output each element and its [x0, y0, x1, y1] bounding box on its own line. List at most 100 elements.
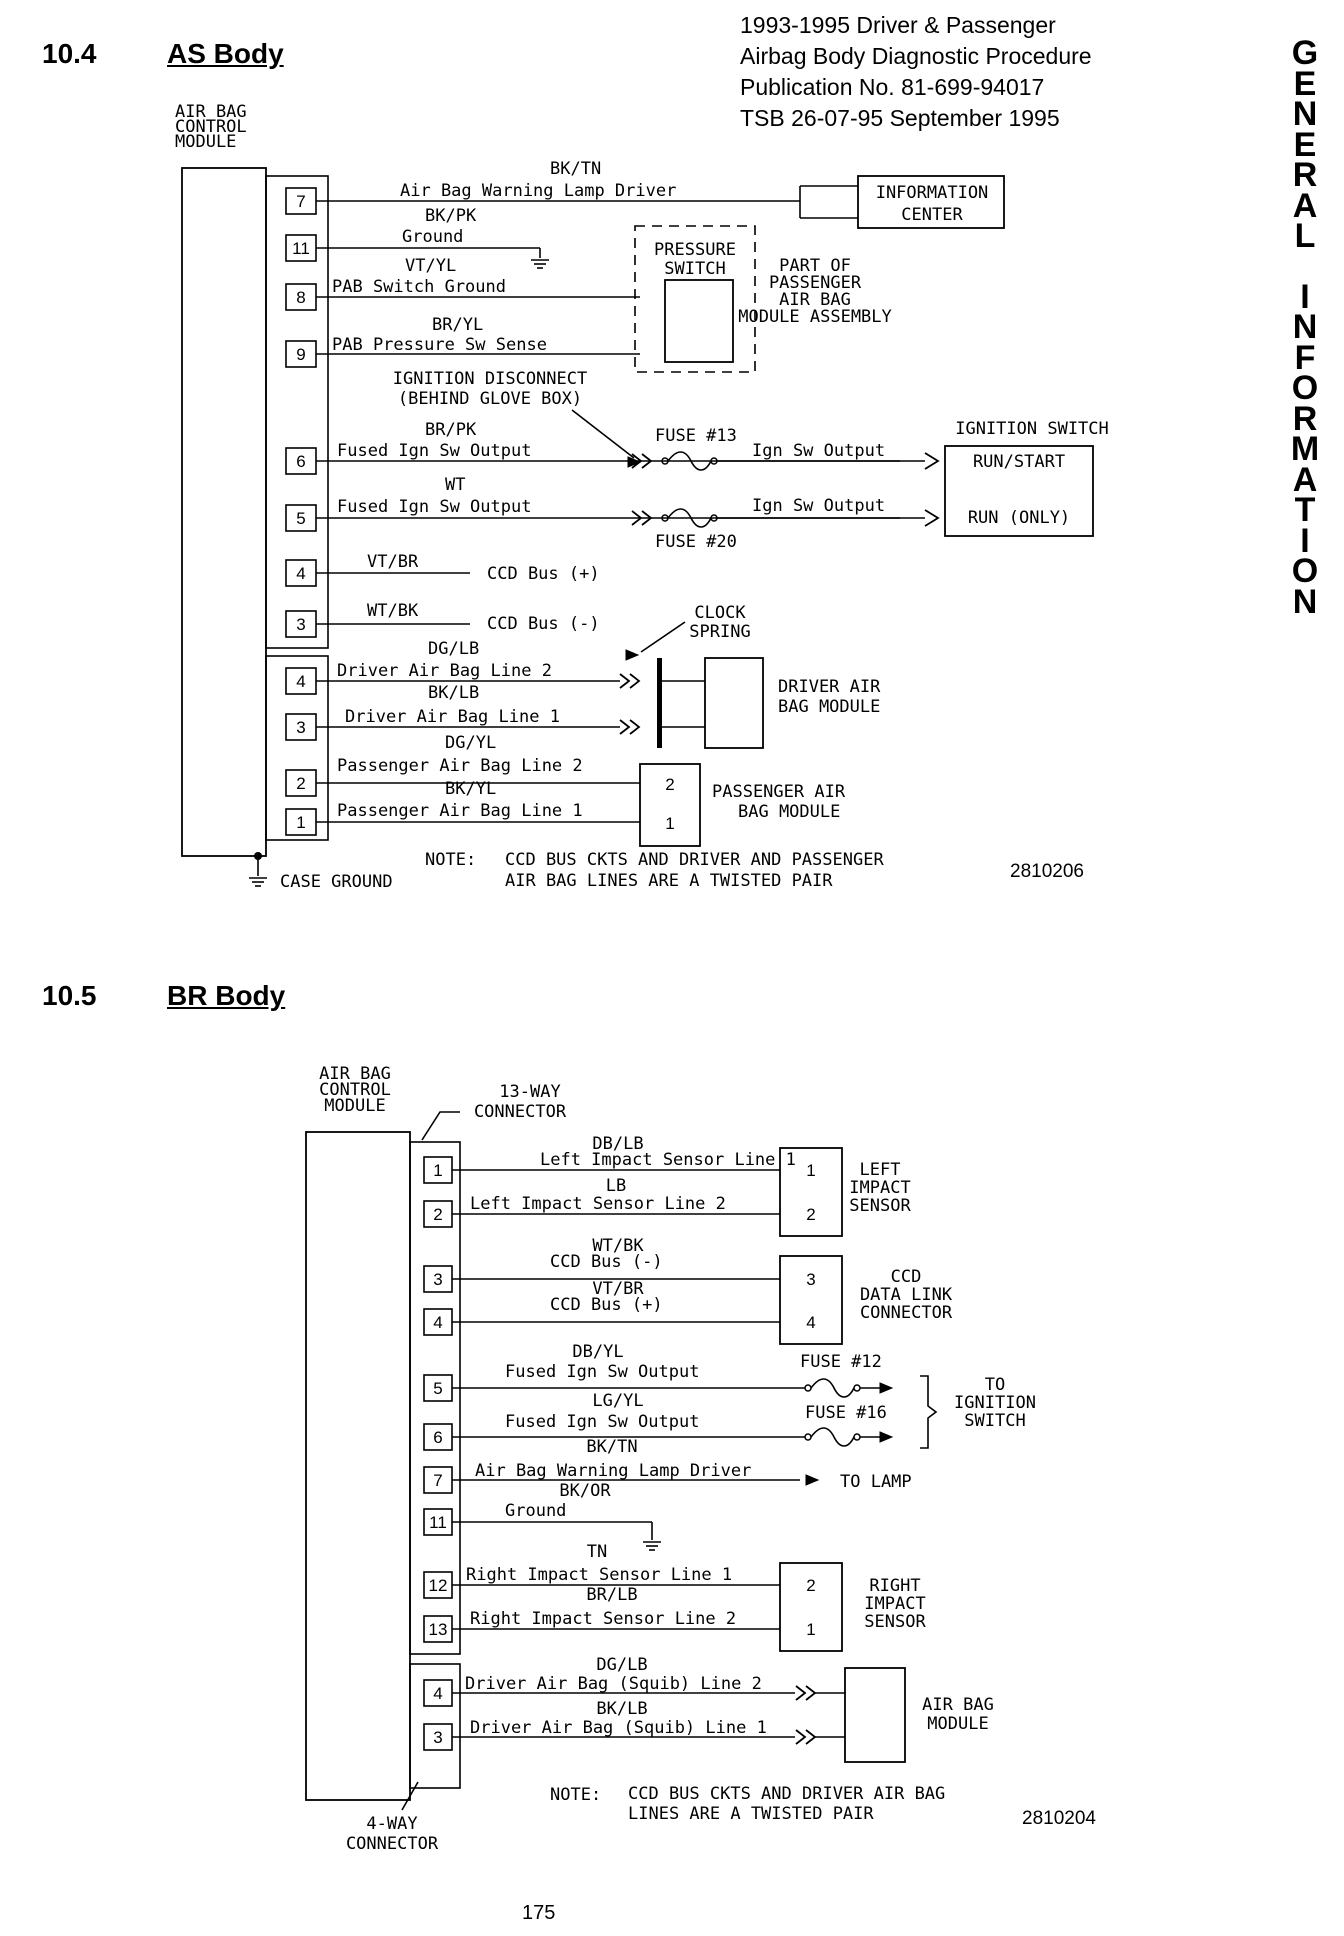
wire-color-label: WT/BK: [367, 601, 419, 621]
info-center-label: CENTER: [901, 205, 963, 225]
fuse-20-label: FUSE #20: [655, 532, 737, 552]
side-tab-letter: L: [1294, 217, 1316, 255]
wire-function-label: CCD Bus (-): [550, 1252, 663, 1272]
pin-number: 4: [296, 564, 305, 583]
air-bag-control-module: [305, 1131, 411, 1801]
airbag-module-box: [844, 1667, 906, 1763]
wire-color-label: DB/YL: [572, 1342, 623, 1362]
fuse-terminal: [853, 1384, 861, 1392]
arrow-icon: [879, 1431, 894, 1443]
wire-function-label: Left Impact Sensor Line 2: [470, 1194, 726, 1214]
wire-color-label: BR/LB: [586, 1585, 637, 1605]
pin-number: 3: [296, 718, 305, 737]
wire-color-label: BK/YL: [445, 779, 496, 799]
pin-number: 5: [433, 1379, 442, 1398]
pointer-line: [421, 1111, 460, 1141]
wire-function-label: Fused Ign Sw Output: [505, 1362, 699, 1382]
wire-color-label: WT/BK: [592, 1236, 644, 1256]
case-ground-label: CASE GROUND: [280, 872, 393, 892]
connector-chevrons-icon: [631, 510, 653, 526]
wire-color-label: VT/YL: [405, 256, 456, 276]
wire-color-label: BR/PK: [425, 420, 477, 440]
side-tab-letter: N: [1292, 308, 1318, 346]
side-tab-letter: I: [1300, 277, 1310, 316]
section-number: 10.5: [42, 980, 97, 1011]
header-line-3: Publication No. 81-699-94017: [740, 74, 1045, 100]
header-line-4: TSB 26-07-95 September 1995: [740, 105, 1060, 131]
wire-color-label: LG/YL: [592, 1391, 643, 1411]
connector-chevrons-icon: [619, 673, 641, 689]
pin-number: 7: [296, 192, 305, 211]
information-center-box: [857, 175, 1005, 229]
airbag-module-label: AIR BAG: [922, 1695, 994, 1715]
arrow-icon: [879, 1382, 894, 1394]
connector-13-way-label: CONNECTOR: [474, 1102, 567, 1122]
as-body-wiring-diagram: AIR BAGCONTROLMODULE7118965434321BK/TNAi…: [175, 102, 1109, 892]
ignition-disconnect-label: IGNITION DISCONNECT: [393, 369, 587, 389]
wire-function-label: Driver Air Bag Line 1: [345, 707, 560, 727]
driver-module-label: DRIVER AIR: [778, 677, 881, 697]
connector-arrow-icon: [924, 509, 940, 527]
left-impact-sensor-label: IMPACT: [849, 1178, 910, 1198]
module-label: MODULE: [175, 132, 236, 152]
fuse-terminal: [853, 1433, 861, 1441]
passenger-module-label: PASSENGER AIR: [712, 782, 846, 802]
to-lamp-label: TO LAMP: [840, 1472, 912, 1492]
wire-color-label: DG/LB: [596, 1655, 647, 1675]
to-ignition-switch-label: IGNITION: [954, 1393, 1036, 1413]
bracket-icon: [920, 1375, 938, 1449]
fuse-13-icon: [667, 451, 712, 471]
wire-function-label: CCD Bus (-): [487, 614, 600, 634]
connector-arrow-icon: [924, 452, 940, 470]
clock-spring-label: SPRING: [689, 622, 750, 642]
side-tab-letter: A: [1292, 460, 1318, 499]
connector-chevrons-icon: [795, 1685, 817, 1701]
pin-number: 7: [433, 1471, 442, 1490]
ignition-switch-label: IGNITION SWITCH: [955, 419, 1109, 439]
pin-number: 13: [429, 1620, 448, 1639]
wire-function-label: CCD Bus (+): [487, 564, 600, 584]
module-label: AIR BAG: [319, 1064, 391, 1084]
note-text: CCD BUS CKTS AND DRIVER AIR BAG: [628, 1784, 945, 1804]
connector-pin-number: 4: [806, 1313, 815, 1332]
connector-housing-4-way: [409, 1663, 461, 1789]
section-title: AS Body: [167, 38, 284, 69]
right-impact-sensor-label: RIGHT: [869, 1576, 920, 1596]
module-label: AIR BAG: [175, 102, 247, 122]
sensor-pin-number: 2: [806, 1205, 815, 1224]
wire-color-label: BK/TN: [586, 1437, 637, 1457]
left-impact-sensor-label: LEFT: [860, 1160, 901, 1180]
wire-color-label: WT: [445, 475, 465, 495]
clock-spring-label: CLOCK: [694, 603, 746, 623]
pin-number: 4: [433, 1684, 442, 1703]
wire-function-label: Driver Air Bag (Squib) Line 1: [470, 1718, 767, 1738]
figure-code: 2810204: [1022, 1808, 1096, 1829]
wire-function-label: Ground: [402, 227, 463, 247]
wire-function-label: PAB Switch Ground: [332, 277, 506, 297]
airbag-module-label: MODULE: [927, 1714, 988, 1734]
side-tab-letter: A: [1292, 186, 1318, 225]
pin-number: 11: [429, 1513, 447, 1532]
module-label: CONTROL: [319, 1080, 391, 1100]
pin-number: 6: [433, 1428, 442, 1447]
wire-function-label: Air Bag Warning Lamp Driver: [400, 181, 676, 201]
connector-4-way-label: 4-WAY: [366, 1814, 417, 1834]
pin-number: 4: [433, 1313, 442, 1332]
connector-pin-number: 3: [806, 1270, 815, 1289]
to-ignition-switch-label: SWITCH: [964, 1411, 1025, 1431]
fuse-20-icon: [667, 508, 712, 528]
fuse-12-label: FUSE #12: [800, 1352, 882, 1372]
pointer-line: [401, 1781, 419, 1811]
pin-number: 2: [296, 774, 305, 793]
side-tab-letter: R: [1292, 156, 1318, 194]
wire-function-label: Driver Air Bag (Squib) Line 2: [465, 1674, 762, 1694]
pressure-switch-box: [664, 279, 734, 363]
right-impact-sensor-label: SENSOR: [864, 1612, 926, 1632]
connector-housing-lower: [265, 655, 329, 841]
note-text: LINES ARE A TWISTED PAIR: [628, 1804, 874, 1824]
note-label: NOTE:: [425, 850, 476, 870]
ccd-data-link-label: CCD: [891, 1267, 922, 1287]
side-tab-letter: F: [1294, 338, 1316, 377]
